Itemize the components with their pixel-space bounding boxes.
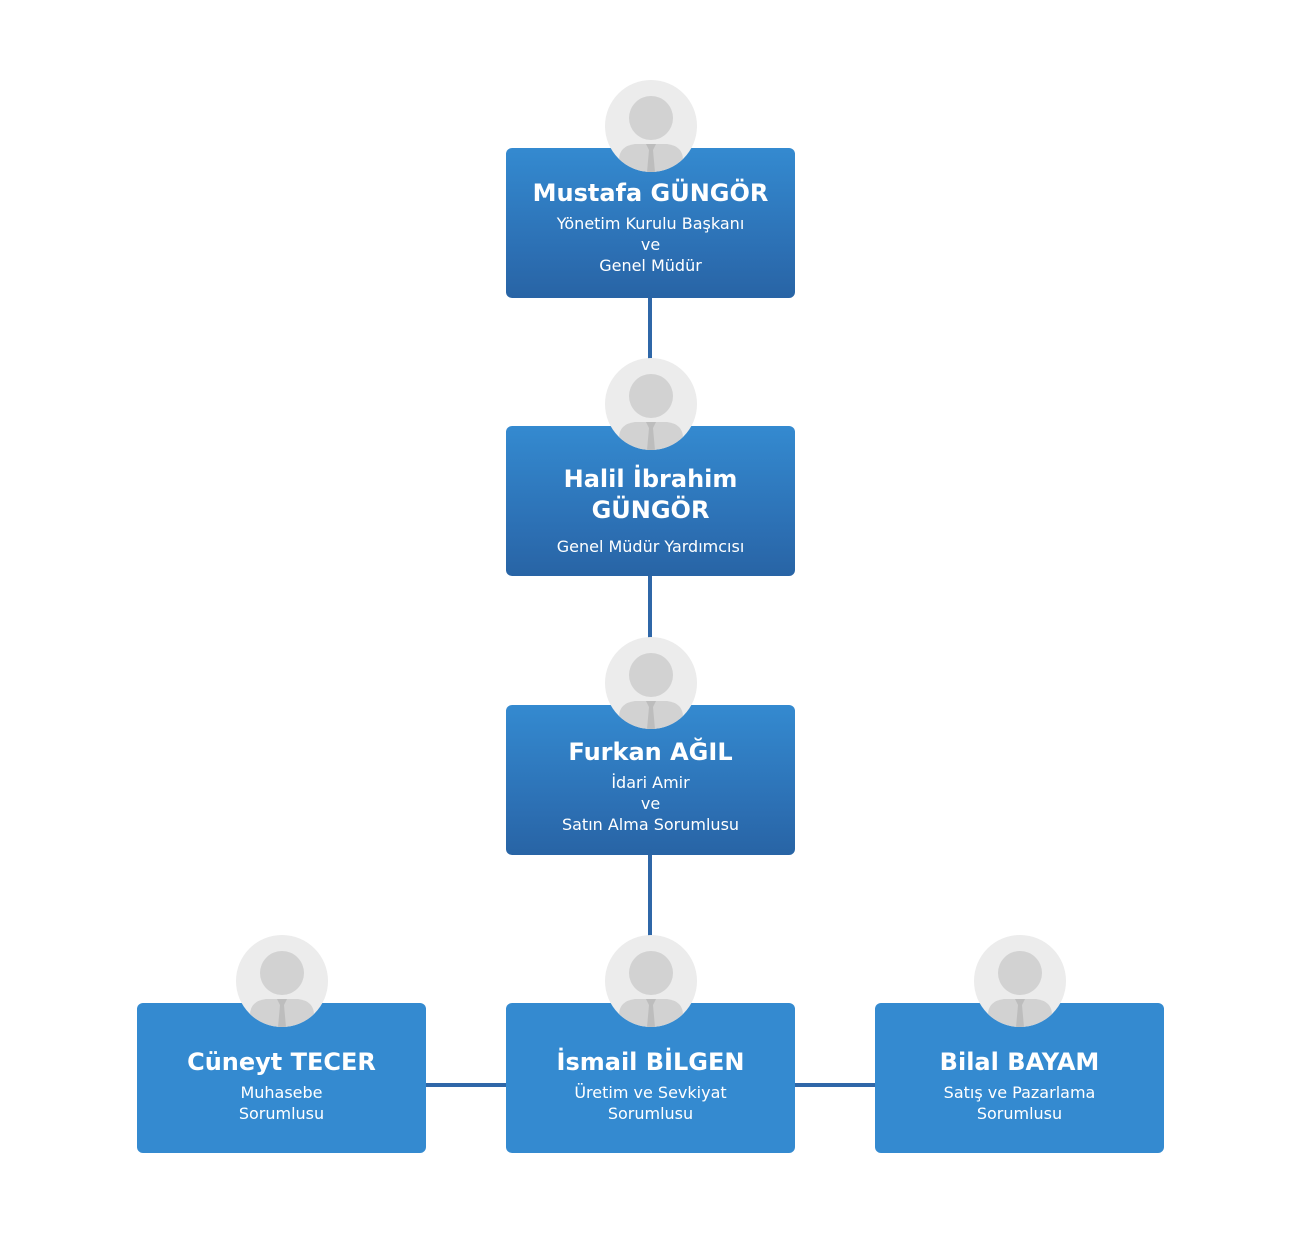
role-line: Genel Müdür	[599, 256, 702, 275]
role-line: Satın Alma Sorumlusu	[561, 815, 740, 834]
user-avatar-icon	[604, 358, 697, 450]
person-name: Mustafa GÜNGÖR	[532, 179, 769, 207]
connector-ceo-deputy	[648, 298, 652, 360]
org-card-ceo[interactable]: Mustafa GÜNGÖR Yönetim Kurulu Başkanı ve…	[506, 80, 795, 298]
user-avatar-icon	[604, 935, 697, 1027]
name-line: GÜNGÖR	[591, 496, 710, 524]
role-line: İdari Amir	[611, 773, 690, 792]
user-avatar-icon	[973, 935, 1066, 1027]
person-name: İsmail BİLGEN	[556, 1048, 745, 1076]
role-line: Yönetim Kurulu Başkanı	[556, 214, 745, 233]
person-name: Furkan AĞIL	[568, 738, 733, 766]
person-role: İdari Amir ve Satın Alma Sorumlusu	[516, 772, 785, 835]
role-line: Üretim ve Sevkiyat	[574, 1083, 727, 1102]
person-role: Yönetim Kurulu Başkanı ve Genel Müdür	[516, 213, 785, 276]
connector-admin-production	[648, 855, 652, 937]
user-avatar-icon	[604, 637, 697, 729]
org-card-sales[interactable]: Bilal BAYAM Satış ve Pazarlama Sorumlusu	[875, 935, 1164, 1153]
org-card-accounting[interactable]: Cüneyt TECER Muhasebe Sorumlusu	[137, 935, 426, 1153]
person-name: Bilal BAYAM	[939, 1048, 1100, 1076]
user-avatar-icon	[235, 935, 328, 1027]
org-card-deputy[interactable]: Halil İbrahim GÜNGÖR Genel Müdür Yardımc…	[506, 358, 795, 576]
role-line: Sorumlusu	[607, 1104, 694, 1123]
connector-deputy-admin	[648, 576, 652, 638]
person-role: Muhasebe Sorumlusu	[147, 1082, 416, 1124]
role-line: Sorumlusu	[976, 1104, 1063, 1123]
person-role: Üretim ve Sevkiyat Sorumlusu	[516, 1082, 785, 1124]
role-line: Genel Müdür Yardımcısı	[556, 537, 745, 556]
role-line: ve	[640, 235, 661, 254]
person-name: Cüneyt TECER	[187, 1048, 376, 1076]
connector-production-sales	[794, 1083, 876, 1087]
role-line: Sorumlusu	[238, 1104, 325, 1123]
person-role: Genel Müdür Yardımcısı	[516, 536, 785, 557]
org-card-production[interactable]: İsmail BİLGEN Üretim ve Sevkiyat Sorumlu…	[506, 935, 795, 1153]
connector-accounting-production	[425, 1083, 507, 1087]
role-line: Satış ve Pazarlama	[943, 1083, 1096, 1102]
person-name: Halil İbrahim GÜNGÖR	[526, 464, 775, 526]
name-line: Halil İbrahim	[563, 465, 738, 493]
user-avatar-icon	[604, 80, 697, 172]
org-card-admin[interactable]: Furkan AĞIL İdari Amir ve Satın Alma Sor…	[506, 637, 795, 855]
role-line: Muhasebe	[240, 1083, 323, 1102]
role-line: ve	[640, 794, 661, 813]
person-role: Satış ve Pazarlama Sorumlusu	[885, 1082, 1154, 1124]
